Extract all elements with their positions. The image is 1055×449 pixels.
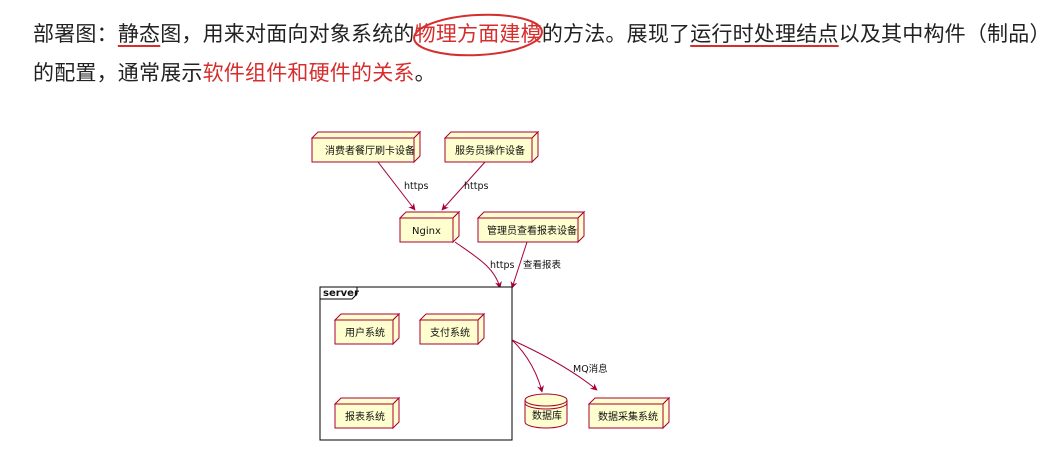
node-database: 数据库 xyxy=(524,393,568,429)
node-label: 服务员操作设备 xyxy=(455,144,525,157)
node-label: 消费者餐厅刷卡设备 xyxy=(325,144,415,157)
edge-server-to-database xyxy=(511,339,544,393)
node-report-system: 报表系统 xyxy=(333,396,401,430)
highlight-physical-modeling: 物理方面建模 xyxy=(414,22,542,46)
node-data-collection: 数据采集系统 xyxy=(587,396,671,430)
description-line-1: 部署图：静态图，用来对面向对象系统的物理方面建模的方法。展现了运行时处理结点以及… xyxy=(33,19,1051,49)
edge-consumer-to-nginx xyxy=(377,161,416,211)
edge-label-consumer: https xyxy=(404,181,429,192)
text-segment: 。 xyxy=(414,61,436,85)
node-label: 数据库 xyxy=(532,409,562,422)
node-admin-device: 管理员查看报表设备 xyxy=(476,210,586,244)
text-segment: 图，用来对面向对象系统的 xyxy=(160,22,415,46)
edge-nginx-to-server xyxy=(454,241,502,289)
frame-title: server xyxy=(323,288,359,299)
node-payment-system: 支付系统 xyxy=(418,312,486,346)
description-line-2: 的配置，通常展示软件组件和硬件的关系。 xyxy=(33,58,436,88)
node-label: 用户系统 xyxy=(345,326,385,339)
edge-waiter-to-nginx xyxy=(441,161,486,211)
node-label: 数据采集系统 xyxy=(598,410,658,423)
text-segment: 的配置，通常展示 xyxy=(33,61,203,85)
text-segment: 以及其中构件（制品） xyxy=(838,22,1051,46)
highlight-software-hardware: 软件组件和硬件的关系 xyxy=(202,61,415,85)
underlined-runtime-nodes: 运行时处理结点 xyxy=(690,22,839,46)
edge-server-to-collection xyxy=(511,339,598,391)
edge-label-nginx: https xyxy=(490,260,515,271)
node-user-system: 用户系统 xyxy=(333,312,401,346)
edges xyxy=(377,161,598,393)
annotation-circle xyxy=(413,13,543,57)
node-nginx: Nginx xyxy=(398,210,461,244)
underlined-static: 静态 xyxy=(117,22,161,46)
node-waiter-device: 服务员操作设备 xyxy=(443,130,540,164)
edge-label-admin: 查看报表 xyxy=(523,259,562,271)
edge-admin-to-server xyxy=(510,241,528,289)
node-label: 支付系统 xyxy=(430,326,470,339)
node-label: 管理员查看报表设备 xyxy=(487,224,577,237)
edge-label-waiter: https xyxy=(464,181,489,192)
node-consumer-device: 消费者餐厅刷卡设备 xyxy=(310,130,422,164)
node-label: 报表系统 xyxy=(345,410,385,423)
text-segment: 部署图： xyxy=(33,22,118,46)
text-segment: 的方法。展现了 xyxy=(541,22,691,46)
node-label: Nginx xyxy=(412,226,441,237)
edge-label-mq: MQ消息 xyxy=(573,363,608,375)
